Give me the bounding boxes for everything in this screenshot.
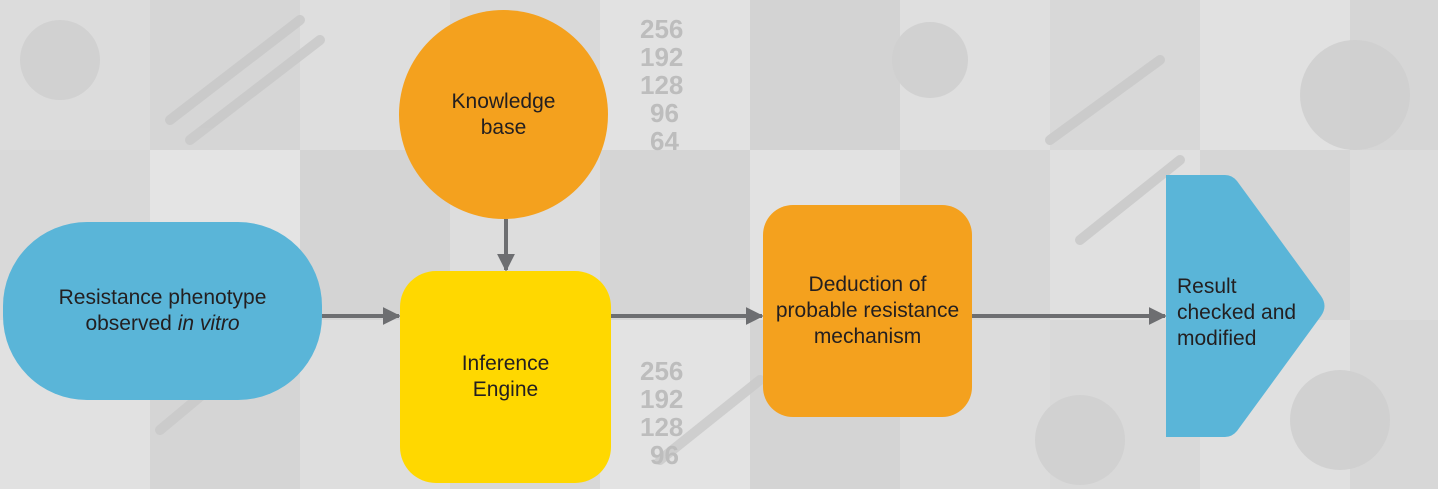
deduction-label-line3: mechanism	[813, 325, 922, 348]
knowledge-base-node: Knowledge base	[399, 10, 608, 219]
bg-number: 64	[650, 126, 679, 156]
inference-label-line1: Inference	[461, 352, 550, 375]
resistance-phenotype-node: Resistance phenotype observed in vitro	[3, 222, 322, 400]
bg-number: 256	[640, 14, 683, 44]
result-label-line2: checked and	[1177, 301, 1297, 324]
knowledge-label-line1: Knowledge	[451, 89, 556, 113]
bg-number: 96	[650, 98, 679, 128]
bg-number: 128	[640, 412, 683, 442]
bg-number: 192	[640, 384, 683, 414]
result-node: Result checked and modified	[1177, 268, 1307, 358]
deduction-node: Deduction of probable resistance mechani…	[763, 205, 972, 417]
knowledge-label-line2: base	[480, 115, 527, 139]
bg-number: 96	[650, 440, 679, 470]
phenotype-label-line1: Resistance phenotype	[58, 286, 267, 309]
bg-number: 256	[640, 356, 683, 386]
phenotype-label-line2: observed in vitro	[85, 312, 240, 335]
bg-number: 192	[640, 42, 683, 72]
inference-engine-node: Inference Engine	[400, 271, 611, 483]
deduction-label-line1: Deduction of	[808, 273, 927, 296]
result-label-line1: Result	[1177, 275, 1237, 298]
result-shape	[1166, 175, 1325, 437]
bg-number: 128	[640, 70, 683, 100]
inference-label-line2: Engine	[472, 378, 539, 401]
result-label-line3: modified	[1177, 327, 1257, 350]
deduction-label-line2: probable resistance	[775, 299, 960, 322]
